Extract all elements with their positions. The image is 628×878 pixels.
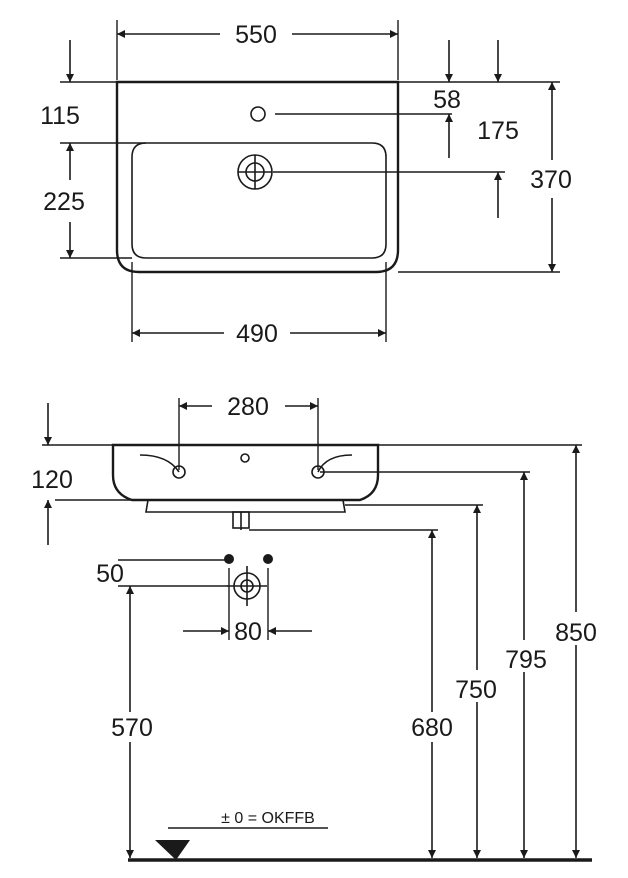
floor-reference-marker <box>155 840 190 860</box>
dim-underside-height-750: 750 <box>455 676 497 704</box>
dim-drain-from-back-175: 175 <box>477 117 519 145</box>
basin-bowl-outline <box>131 142 387 259</box>
tap-hole <box>250 106 266 122</box>
dim-supply-spacing-80: 80 <box>234 618 262 646</box>
dim-rim-height-850: 850 <box>555 619 597 647</box>
dim-tap-hole-58: 58 <box>433 86 461 114</box>
basin-outer-outline <box>115 80 400 274</box>
dim-width-550: 550 <box>235 21 277 49</box>
basin-front-outline <box>111 443 380 502</box>
dim-tap-from-back-115: 115 <box>40 102 80 130</box>
dim-depth-370: 370 <box>530 166 572 194</box>
dim-fixing-height-120: 120 <box>31 466 73 494</box>
dim-fixing-spacing-280: 280 <box>227 393 269 421</box>
dim-supply-height-50: 50 <box>96 560 124 588</box>
floor-reference-label: ± 0 = OKFFB <box>221 810 315 827</box>
supply-point-left <box>224 554 234 564</box>
tap-hole-front <box>240 453 250 463</box>
front-view: 280 120 50 80 570 680 <box>31 393 597 862</box>
supply-point-right <box>263 554 273 564</box>
underside-bracket <box>145 499 346 513</box>
dim-overflow-height-795: 795 <box>505 646 547 674</box>
top-view: 550 490 115 225 58 175 370 <box>40 20 572 348</box>
dim-supply-from-floor-570: 570 <box>111 714 153 742</box>
dim-basin-depth-225: 225 <box>43 188 85 216</box>
dim-inner-width-490: 490 <box>236 320 278 348</box>
dim-waste-height-680: 680 <box>411 714 453 742</box>
